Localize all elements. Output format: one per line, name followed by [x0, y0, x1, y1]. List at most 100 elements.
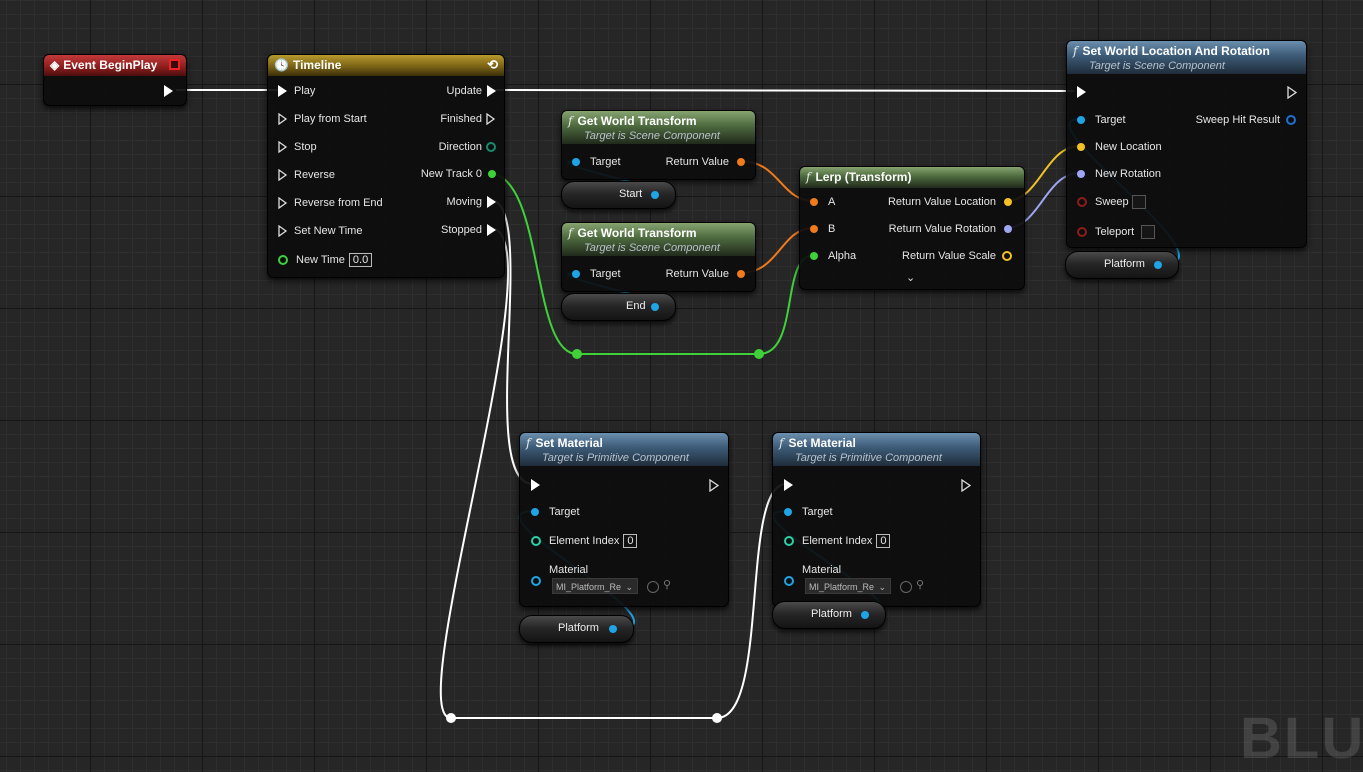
update-exec-out-pin[interactable]	[487, 85, 496, 97]
swlr-rotation-row[interactable]: New Rotation	[1077, 167, 1161, 181]
lerp-alpha-row[interactable]: Alpha	[810, 249, 856, 263]
set-new-time-exec-pin[interactable]	[278, 225, 288, 237]
setmat1-material-pin[interactable]	[531, 576, 541, 586]
timeline-update-row[interactable]: Update	[447, 84, 496, 98]
timeline-node[interactable]: 🕓Timeline ⟲ Play Play from Start Stop Re…	[267, 54, 505, 278]
swlr-sweephit-row[interactable]: Sweep Hit Result	[1196, 113, 1296, 127]
gwt1-target-row[interactable]: Target	[572, 155, 621, 169]
sweep-checkbox[interactable]	[1132, 195, 1146, 209]
swlr-exec-in-pin[interactable]	[1077, 86, 1086, 98]
reverse-exec-pin[interactable]	[278, 169, 288, 181]
direction-pin[interactable]	[486, 142, 496, 152]
setmat1-exec-in-pin[interactable]	[531, 479, 540, 491]
setmat2-material-dropdown[interactable]: MI_Platform_Re⌄	[805, 578, 891, 594]
use-selected-icon[interactable]	[647, 581, 659, 593]
timeline-play-row[interactable]: Play	[278, 84, 315, 98]
event-begin-play-node[interactable]: ◈Event BeginPlay	[43, 54, 187, 106]
swlr-sweephit-pin[interactable]	[1286, 115, 1296, 125]
setmat1-target-pin[interactable]	[531, 508, 539, 516]
setmat2-exec-out-pin[interactable]	[961, 479, 972, 492]
lerp-loc-pin[interactable]	[1004, 198, 1012, 206]
setmat2-index-pin[interactable]	[784, 536, 794, 546]
swlr-exec-out-pin[interactable]	[1287, 86, 1298, 99]
platform-variable-node-top[interactable]: Platform	[1065, 251, 1179, 279]
timeline-moving-row[interactable]: Moving	[447, 195, 496, 209]
timeline-stopped-row[interactable]: Stopped	[441, 223, 496, 237]
lerp-scale-pin[interactable]	[1002, 251, 1012, 261]
use-selected-icon[interactable]	[900, 581, 912, 593]
play-exec-pin[interactable]	[278, 85, 287, 97]
timeline-newtrack-row[interactable]: New Track 0	[421, 167, 496, 181]
browse-search-icon[interactable]: ⚲	[916, 579, 925, 591]
swlr-teleport-row[interactable]: Teleport	[1077, 225, 1134, 239]
gwt1-return-row[interactable]: Return Value	[666, 155, 745, 169]
teleport-checkbox[interactable]	[1141, 225, 1155, 239]
lerp-loc-row[interactable]: Return Value Location	[888, 195, 1012, 209]
timeline-setnewtime-row[interactable]: Set New Time	[278, 224, 362, 238]
timeline-reversefromend-row[interactable]: Reverse from End	[278, 196, 383, 210]
setmat1-index-pin[interactable]	[531, 536, 541, 546]
stopped-exec-out-pin[interactable]	[487, 224, 496, 236]
start-variable-node[interactable]: Start	[561, 181, 676, 209]
platform-variable-node-1[interactable]: Platform	[519, 615, 634, 643]
platform-variable-node-2[interactable]: Platform	[772, 601, 886, 629]
timeline-playfromstart-row[interactable]: Play from Start	[278, 112, 367, 126]
swlr-location-pin[interactable]	[1077, 143, 1085, 151]
timeline-reverse-row[interactable]: Reverse	[278, 168, 335, 182]
new-time-value-input[interactable]: 0.0	[348, 253, 373, 267]
platform-1-pin[interactable]	[609, 625, 617, 633]
gwt1-return-pin[interactable]	[737, 158, 745, 166]
swlr-target-pin[interactable]	[1077, 116, 1085, 124]
swlr-sweep-pin[interactable]	[1077, 197, 1087, 207]
swlr-target-row[interactable]: Target	[1077, 113, 1126, 127]
start-variable-pin[interactable]	[651, 191, 659, 199]
timeline-finished-row[interactable]: Finished	[440, 112, 496, 126]
new-track-float-pin[interactable]	[488, 170, 496, 178]
setmat2-target-row[interactable]: Target	[784, 505, 833, 519]
setmat2-index-input[interactable]: 0	[876, 534, 891, 548]
platform-top-pin[interactable]	[1154, 261, 1162, 269]
setmat1-target-row[interactable]: Target	[531, 505, 580, 519]
lerp-scale-row[interactable]: Return Value Scale	[902, 249, 1012, 263]
lerp-b-row[interactable]: B	[810, 222, 835, 236]
event-begin-play-header[interactable]: ◈Event BeginPlay	[44, 55, 186, 76]
end-variable-node[interactable]: End	[561, 293, 676, 321]
stop-exec-pin[interactable]	[278, 141, 288, 153]
setmat1-index-input[interactable]: 0	[623, 534, 638, 548]
swlr-rotation-pin[interactable]	[1077, 170, 1085, 178]
gwt2-return-pin[interactable]	[737, 270, 745, 278]
lerp-a-row[interactable]: A	[810, 195, 835, 209]
timeline-stop-row[interactable]: Stop	[278, 140, 317, 154]
lerp-alpha-pin[interactable]	[810, 252, 818, 260]
swlr-sweep-row[interactable]: Sweep	[1077, 195, 1129, 209]
play-from-start-exec-pin[interactable]	[278, 113, 288, 125]
begin-play-exec-out-pin[interactable]	[164, 85, 173, 97]
swlr-location-row[interactable]: New Location	[1077, 140, 1162, 154]
browse-search-icon[interactable]: ⚲	[663, 579, 672, 591]
expand-chevron-icon[interactable]: ⌄	[906, 272, 916, 284]
gwt2-target-row[interactable]: Target	[572, 267, 621, 281]
gwt2-target-pin[interactable]	[572, 270, 580, 278]
lerp-b-pin[interactable]	[810, 225, 818, 233]
swlr-teleport-pin[interactable]	[1077, 227, 1087, 237]
platform-2-pin[interactable]	[861, 611, 869, 619]
moving-exec-out-pin[interactable]	[487, 196, 496, 208]
gwt2-return-row[interactable]: Return Value	[666, 267, 745, 281]
setmat1-exec-out-pin[interactable]	[709, 479, 720, 492]
setmat2-material-pin[interactable]	[784, 576, 794, 586]
setmat2-target-pin[interactable]	[784, 508, 792, 516]
lerp-a-pin[interactable]	[810, 198, 818, 206]
